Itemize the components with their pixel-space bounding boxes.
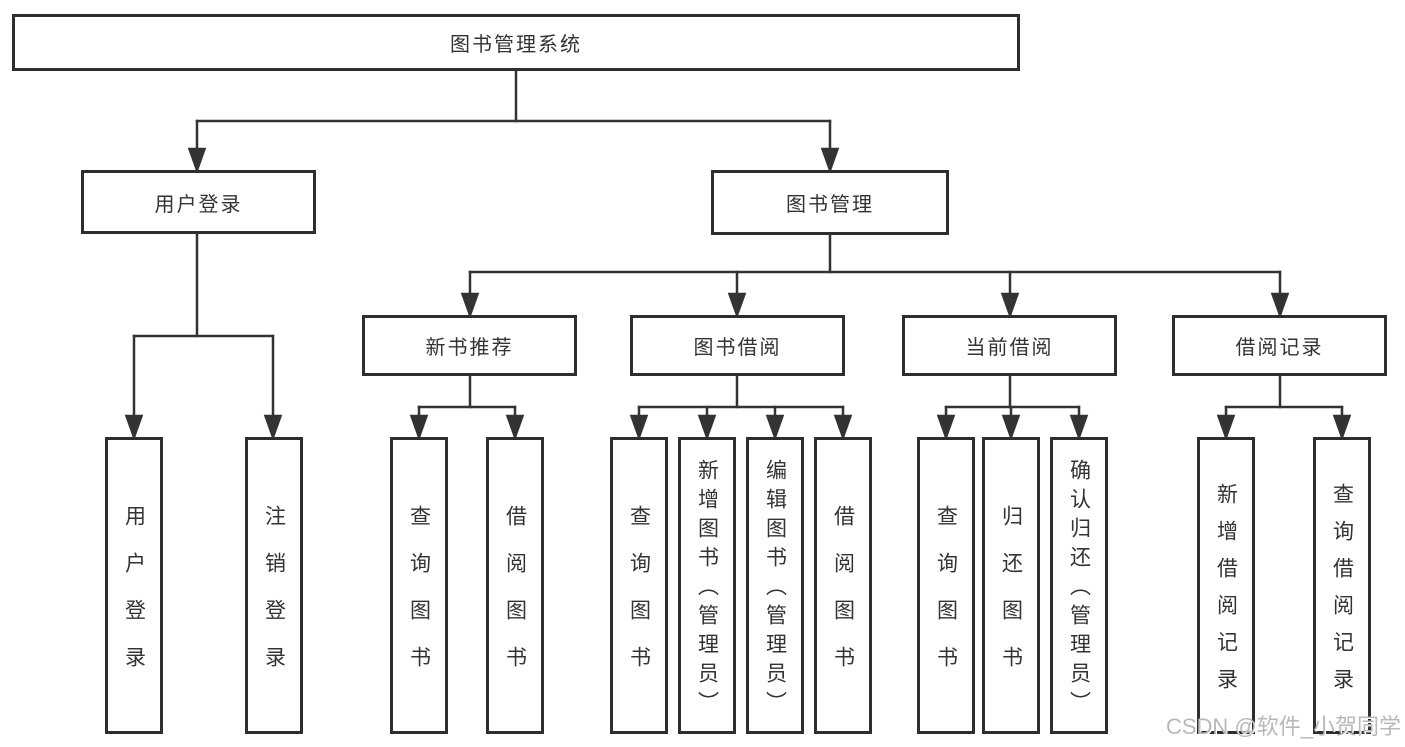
leaf-label: 查询图书: [407, 504, 431, 693]
leaf-label: 注销登录: [262, 504, 286, 693]
leaf-label: 确认归还（管理员）: [1067, 459, 1091, 720]
leaf-query-books-3: 查询图书: [917, 437, 975, 734]
leaf-label: 查询图书: [627, 504, 651, 693]
node-label: 用户登录: [154, 193, 243, 216]
leaf-label: 查询图书: [934, 504, 958, 693]
leaf-label: 新增借阅记录: [1214, 482, 1238, 705]
node-library-management-system: 图书管理系统: [12, 14, 1020, 71]
node-borrow-records: 借阅记录: [1172, 315, 1387, 376]
node-label: 图书管理系统: [450, 34, 582, 56]
leaf-add-borrow-record: 新增借阅记录: [1197, 437, 1255, 734]
leaf-borrow-books: 借阅图书: [486, 437, 544, 734]
leaf-query-books-2: 查询图书: [610, 437, 668, 734]
leaf-label: 查询借阅记录: [1330, 482, 1354, 705]
node-new-book-recommend: 新书推荐: [362, 315, 577, 376]
node-label: 新书推荐: [425, 337, 514, 359]
leaf-user-login: 用户登录: [105, 437, 163, 734]
node-label: 图书借阅: [693, 337, 782, 359]
leaf-label: 归还图书: [999, 504, 1023, 693]
leaf-edit-book-admin: 编辑图书（管理员）: [746, 437, 804, 734]
node-book-management: 图书管理: [711, 170, 949, 235]
leaf-query-books: 查询图书: [390, 437, 448, 734]
leaf-confirm-return-admin: 确认归还（管理员）: [1050, 437, 1108, 734]
node-label: 图书管理: [786, 194, 874, 216]
leaf-query-borrow-record: 查询借阅记录: [1313, 437, 1371, 734]
node-label: 借阅记录: [1235, 337, 1324, 359]
leaf-label: 借阅图书: [503, 504, 527, 693]
leaf-borrow-books-2: 借阅图书: [814, 437, 872, 734]
leaf-label: 用户登录: [122, 504, 146, 693]
csdn-watermark: CSDN @软件_小贺同学: [1165, 714, 1401, 739]
leaf-add-book-admin: 新增图书（管理员）: [678, 437, 736, 734]
leaf-label: 借阅图书: [831, 504, 855, 693]
node-user-login: 用户登录: [81, 170, 316, 234]
leaf-return-books: 归还图书: [982, 437, 1040, 734]
node-current-borrow: 当前借阅: [902, 315, 1117, 376]
node-book-borrow: 图书借阅: [630, 315, 845, 376]
leaf-logout: 注销登录: [245, 437, 303, 734]
leaf-label: 编辑图书（管理员）: [763, 459, 787, 720]
leaf-label: 新增图书（管理员）: [695, 459, 719, 720]
node-label: 当前借阅: [965, 337, 1054, 359]
